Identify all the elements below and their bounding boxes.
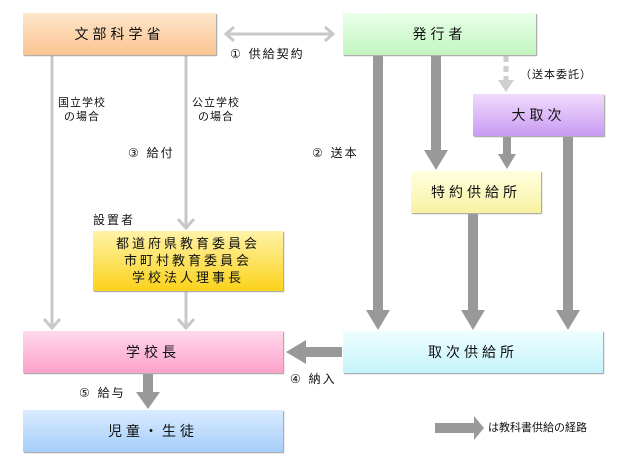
supply-arrow-tokuyaku-to-toritsugi <box>468 214 478 312</box>
supply-arrowhead <box>366 310 390 330</box>
label-shipping: ② 送本 <box>312 146 359 160</box>
distribution-arrow-shaft <box>143 374 153 394</box>
supply-arrowhead <box>461 310 485 330</box>
node-mext: 文部科学省 <box>23 13 216 55</box>
entrust-arrowhead <box>498 80 514 92</box>
legend-arrowhead <box>474 416 484 440</box>
label-distribution: ⑤ 給与 <box>79 386 126 400</box>
supply-arrow-taito-to-toritsugi <box>563 137 573 312</box>
distribution-arrowhead <box>136 392 160 409</box>
national-school-arrowhead <box>42 318 62 331</box>
label-shipping-entrust: （送本委託） <box>520 68 592 81</box>
delivery-arrowhead <box>286 340 306 364</box>
supply-arrow-pub-to-tokuyaku <box>431 56 441 152</box>
node-students: 児童・生徒 <box>23 410 283 452</box>
supply-arrowhead <box>498 154 516 169</box>
legend-text: は教科書供給の経路 <box>488 421 587 434</box>
setter-label: 設置者 <box>93 213 136 227</box>
supply-arrow-pub-to-toritsugi <box>373 56 383 312</box>
label-national-school-1: 国立学校 <box>58 96 106 109</box>
label-national-school-2: の場合 <box>64 110 100 123</box>
setter-school-corp: 学校法人理事長 <box>131 270 244 286</box>
label-delivery: ④ 納入 <box>290 372 337 386</box>
contract-arrow-right-head <box>324 25 336 43</box>
setter-prefecture: 都道府県教育委員会 <box>115 236 260 252</box>
node-principal: 学校長 <box>23 331 283 373</box>
supply-arrowhead <box>424 150 448 170</box>
label-public-school-2: の場合 <box>198 110 234 123</box>
public-school-arrowhead <box>176 218 196 231</box>
node-major-distributor: 大取次 <box>473 94 604 136</box>
setter-arrowhead <box>176 318 196 331</box>
node-distribution-supplier: 取次供給所 <box>343 331 603 373</box>
label-public-school-1: 公立学校 <box>192 96 240 109</box>
contract-arrow-left-head <box>223 25 235 43</box>
node-setters: 都道府県教育委員会 市町村教育委員会 学校法人理事長 <box>93 231 283 291</box>
node-publisher: 発行者 <box>343 13 536 55</box>
supply-arrow-taito-to-tokuyaku <box>503 137 511 155</box>
label-supply-contract: ① 供給契約 <box>230 47 305 61</box>
node-special-supplier: 特約供給所 <box>411 171 541 213</box>
delivery-arrow-shaft <box>305 347 342 357</box>
legend-arrow-shaft <box>435 423 475 433</box>
supply-arrowhead <box>556 310 580 330</box>
setter-municipal: 市町村教育委員会 <box>123 253 252 269</box>
label-grant: ③ 給付 <box>128 146 175 160</box>
